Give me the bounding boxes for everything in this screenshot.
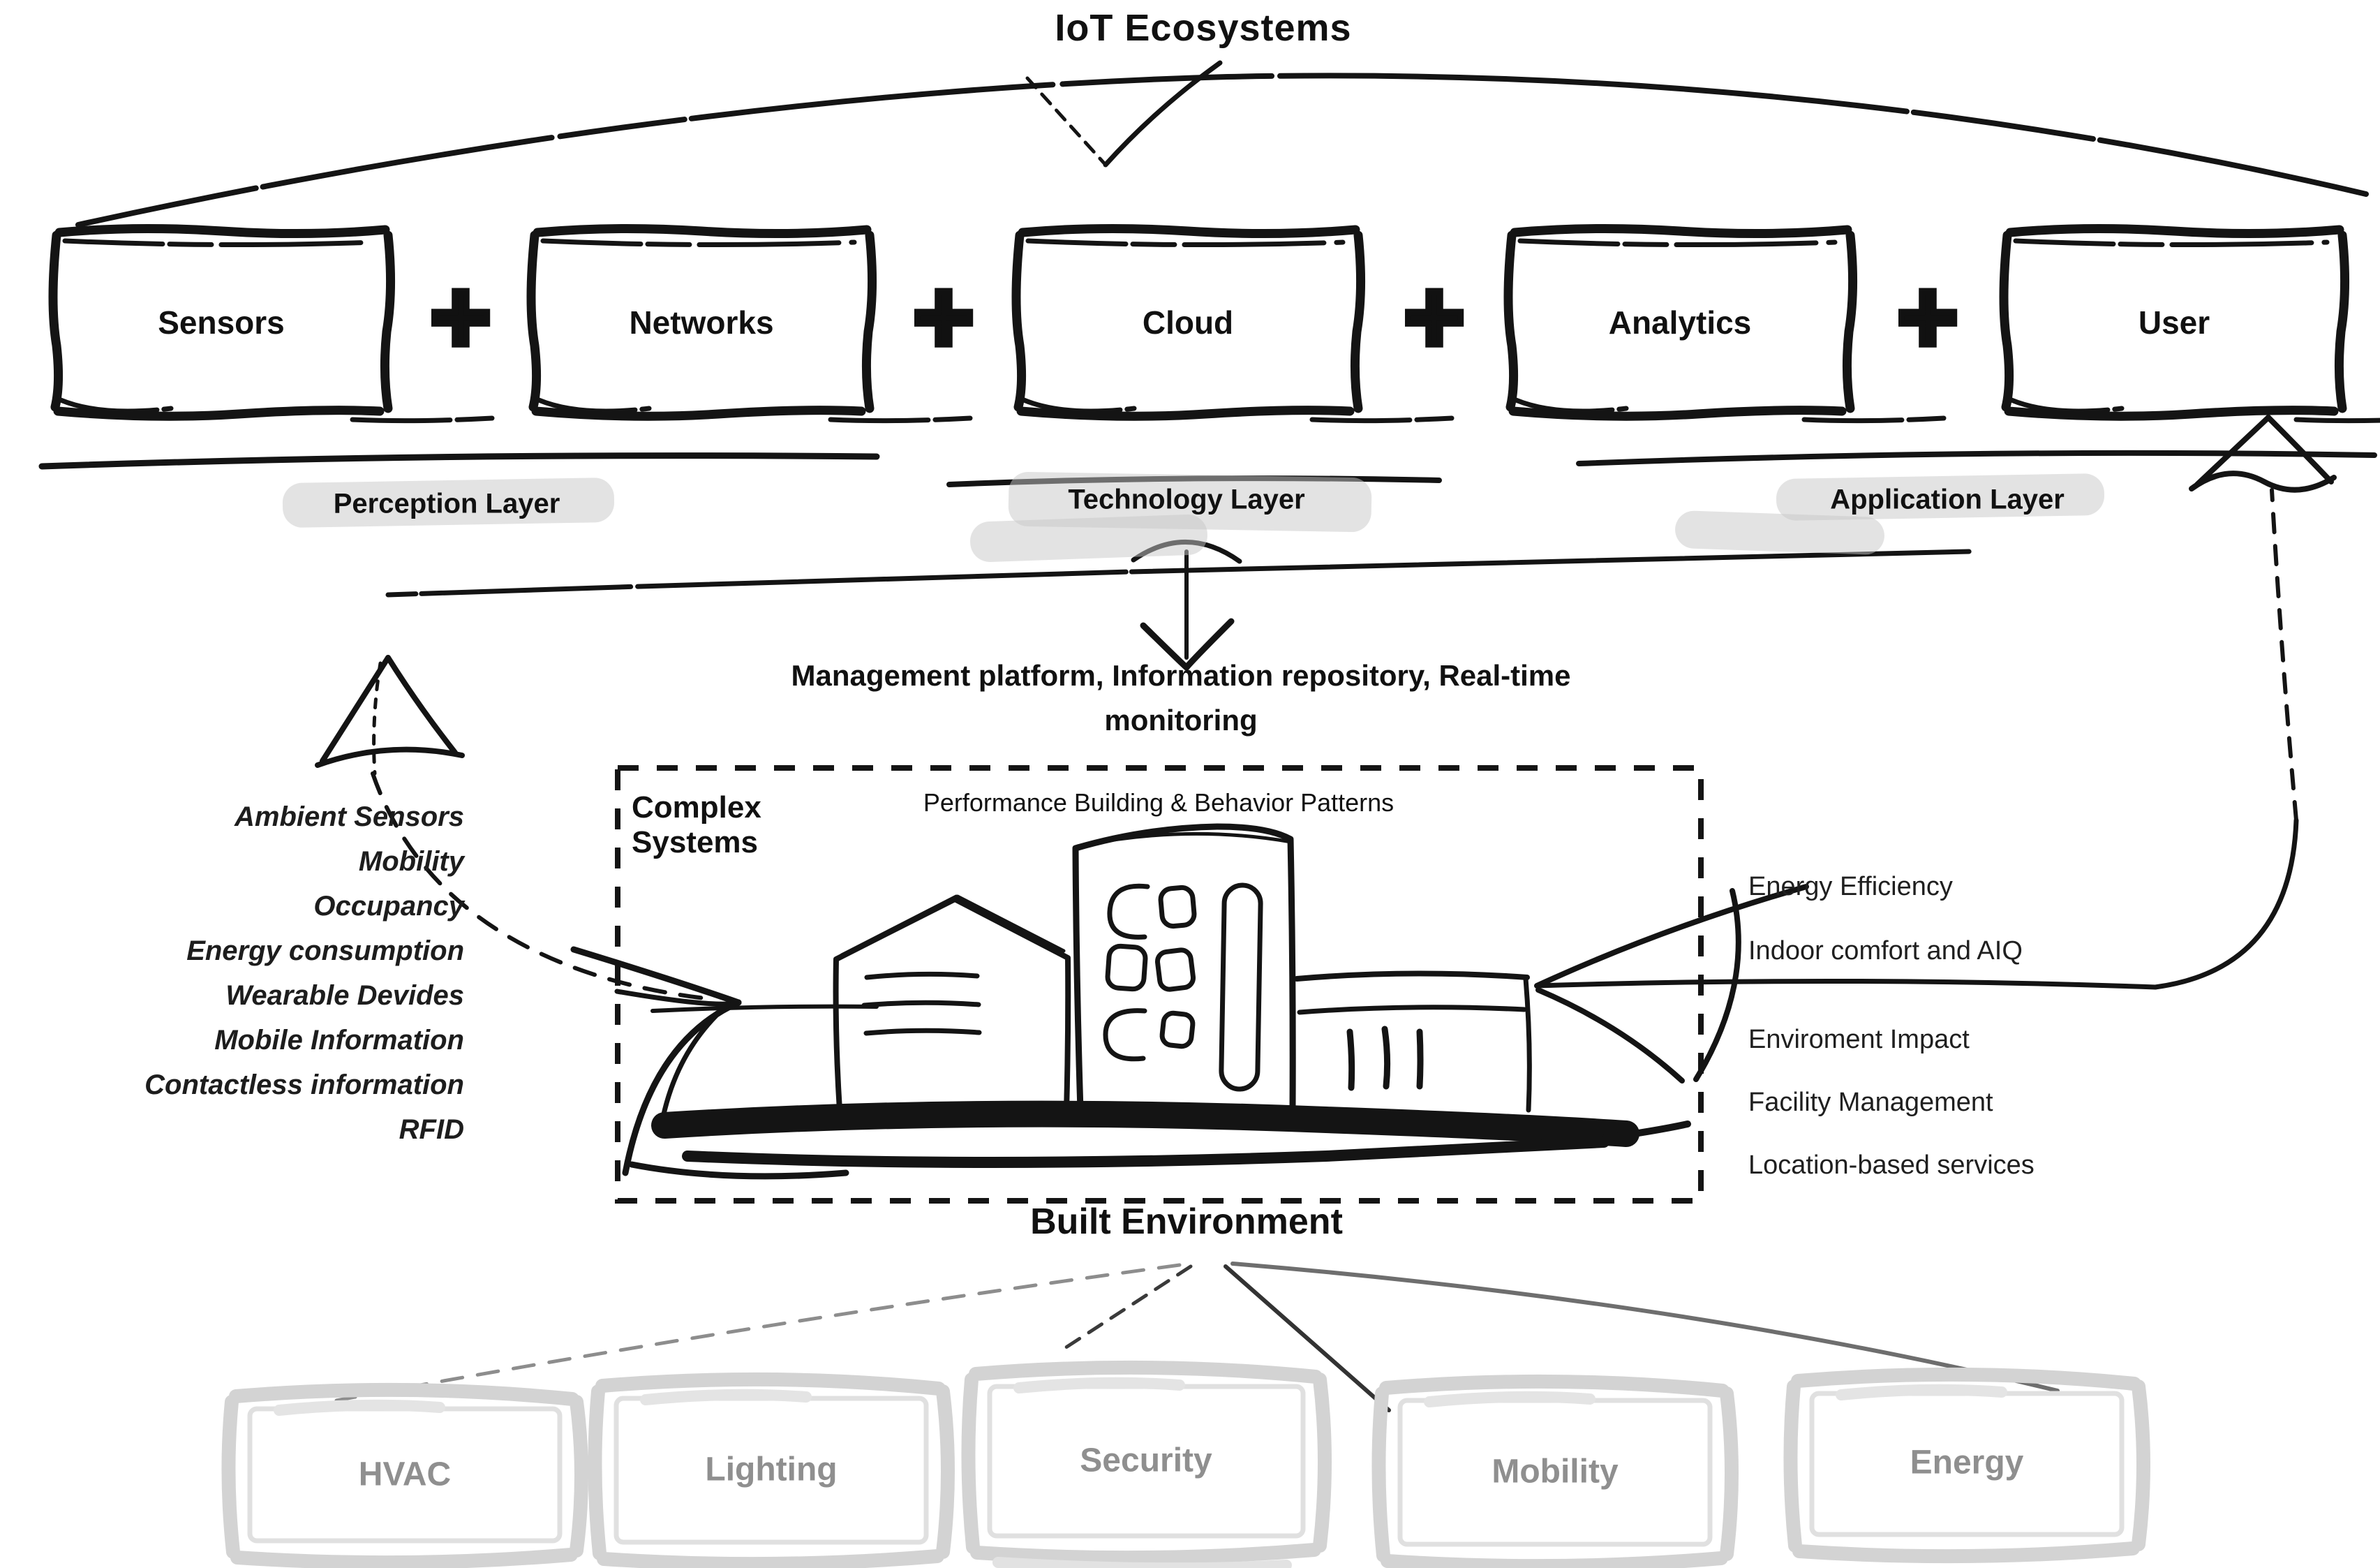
plus-icon: + xyxy=(913,258,974,375)
iot-ecosystem-brace xyxy=(75,60,2369,228)
application-outputs-top: Energy Efficiency Indoor comfort and AIQ xyxy=(1748,855,2023,983)
list-item: Indoor comfort and AIQ xyxy=(1748,936,2023,966)
domain-lighting: Lighting xyxy=(705,1451,838,1488)
platform-caption-line1: Management platform, Information reposit… xyxy=(791,659,1571,692)
list-item: Facility Management xyxy=(1748,1088,1993,1117)
domain-security: Security xyxy=(1080,1442,1212,1479)
list-item: Wearable Devides xyxy=(225,980,464,1011)
built-environment-label: Built Environment xyxy=(1030,1201,1343,1242)
performance-caption: Performance Building & Behavior Patterns xyxy=(923,788,1394,817)
built-environment-fan xyxy=(334,1262,2060,1412)
list-item: Location-based services xyxy=(1748,1151,2035,1180)
domain-box-hvac xyxy=(221,1382,588,1568)
domain-box-energy xyxy=(1783,1367,2150,1564)
building-sketch xyxy=(628,823,1691,1180)
application-highlight-tail xyxy=(1674,510,1885,556)
layer-perception: Perception Layer xyxy=(333,488,560,519)
list-item: Energy Efficiency xyxy=(1748,872,1953,901)
plus-icon: + xyxy=(1897,258,1958,375)
list-item: Occupancy xyxy=(313,891,464,922)
component-analytics: Analytics xyxy=(1608,304,1752,341)
component-cloud: Cloud xyxy=(1142,304,1234,341)
layers-bottom-arc xyxy=(385,549,1972,598)
domain-box-lighting xyxy=(588,1372,955,1568)
domain-energy: Energy xyxy=(1910,1444,2024,1481)
complex-systems-label: Complex Systems xyxy=(632,790,761,860)
platform-caption-line2: monitoring xyxy=(1104,704,1258,737)
perception-up-arrow xyxy=(315,655,707,1000)
domain-hvac: HVAC xyxy=(358,1456,452,1493)
component-networks: Networks xyxy=(629,304,774,341)
platform-caption: Management platform, Information reposit… xyxy=(637,653,1725,743)
diagram-title: IoT Ecosystems xyxy=(1055,7,1352,49)
perception-inflow-arrow xyxy=(570,946,742,1176)
plus-icons: + + + + xyxy=(427,255,1962,378)
complex-systems-line1: Complex xyxy=(632,790,761,824)
list-item: RFID xyxy=(399,1114,464,1145)
list-item: Enviroment Impact xyxy=(1748,1025,1970,1054)
application-outflow-arrow xyxy=(1534,415,2337,1083)
domain-mobility: Mobility xyxy=(1492,1453,1619,1491)
application-outputs-bottom: Enviroment Impact Facility Management Lo… xyxy=(1748,1008,2035,1197)
list-item: Ambient Sensors xyxy=(235,801,464,832)
plus-icon: + xyxy=(1404,258,1465,375)
plus-icon: + xyxy=(430,258,491,375)
component-boxes xyxy=(48,223,2380,424)
list-item: Mobility xyxy=(358,846,464,877)
technology-highlight-tail xyxy=(969,514,1208,563)
domain-boxes xyxy=(221,1360,2150,1568)
complex-systems-line2: Systems xyxy=(632,825,759,859)
list-item: Energy consumption xyxy=(186,935,464,966)
domain-box-mobility xyxy=(1371,1374,1739,1568)
component-sensors: Sensors xyxy=(158,304,285,341)
component-user: User xyxy=(2138,304,2210,341)
layer-technology: Technology Layer xyxy=(1068,484,1305,515)
layer-application: Application Layer xyxy=(1830,484,2065,515)
list-item: Contactless information xyxy=(144,1070,464,1100)
list-item: Mobile Information xyxy=(214,1025,464,1056)
down-arrow xyxy=(1131,540,1242,671)
perception-inputs-list: Ambient Sensors Mobility Occupancy Energ… xyxy=(0,794,464,1152)
